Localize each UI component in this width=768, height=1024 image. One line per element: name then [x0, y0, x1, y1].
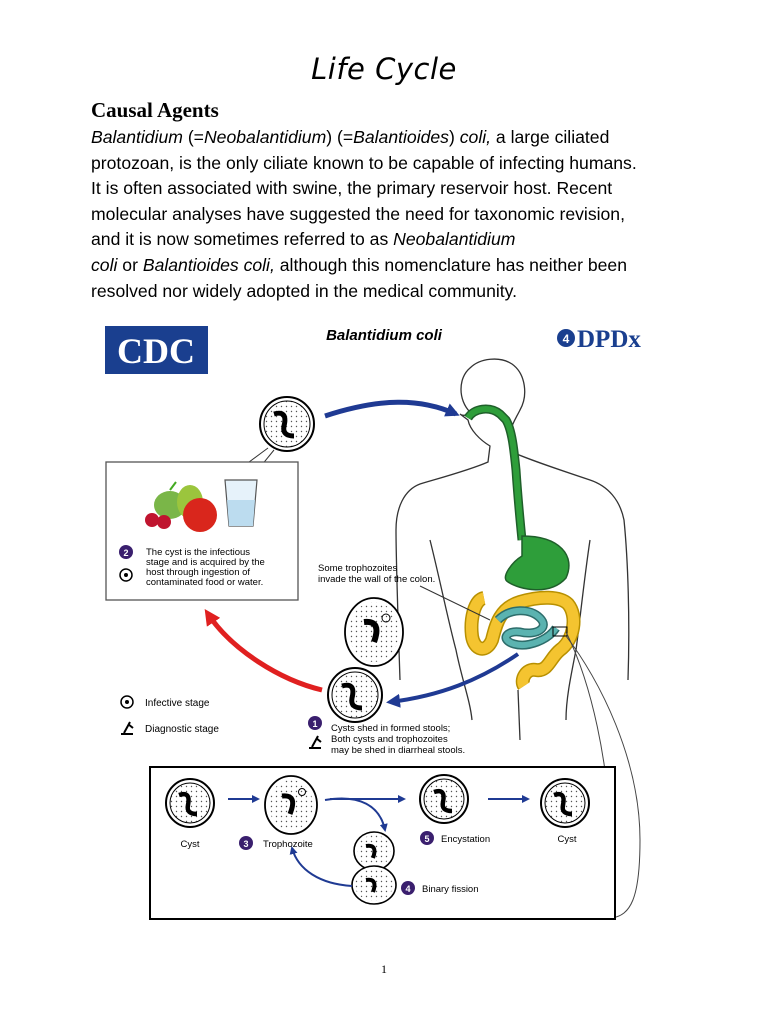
- page-number: 1: [381, 962, 387, 976]
- step-4-badge: 4: [401, 881, 415, 895]
- microscope-icon: [121, 721, 134, 735]
- step-5-badge: 5: [420, 831, 434, 845]
- contaminated-food-illustration: [145, 481, 217, 532]
- water-glass-illustration: [224, 479, 258, 527]
- label-cyst-right: Cyst: [558, 834, 577, 845]
- paragraph-line-5: and it is now sometimes referred to as N…: [91, 227, 691, 253]
- taxon-name: Balantidium: [91, 127, 183, 147]
- svg-text:may be shed in diarrheal stool: may be shed in diarrheal stools.: [331, 745, 465, 756]
- digestive-tract: [464, 404, 581, 690]
- dpdx-logo: 4 DPDx: [557, 326, 641, 353]
- svg-text:stage and is acquired by the: stage and is acquired by the: [146, 557, 265, 568]
- legend: Infective stage Diagnostic stage: [120, 695, 219, 735]
- svg-text:4: 4: [563, 332, 570, 346]
- page-title: Life Cycle: [311, 52, 457, 86]
- paragraph-line-2: protozoan, is the only ciliate known to …: [91, 152, 637, 173]
- cyst-stage-right: [540, 778, 590, 828]
- taxon-name: coli,: [459, 127, 492, 147]
- label-trophozoite: Trophozoite: [263, 839, 313, 850]
- cyst-ingested: [259, 396, 315, 452]
- svg-text:DPDx: DPDx: [577, 326, 641, 353]
- human-silhouette: [395, 358, 630, 741]
- arrow-to-mouth: [324, 399, 460, 419]
- paragraph-text: a large ciliated: [491, 127, 610, 147]
- taxon-name: Neobalantidium: [393, 229, 516, 250]
- cyst-stage-left: [165, 778, 215, 828]
- microscope-icon: [309, 735, 322, 749]
- svg-text:4: 4: [405, 884, 410, 894]
- svg-text:Cysts shed in formed stools;: Cysts shed in formed stools;: [331, 723, 450, 734]
- taxon-name: Neobalantidium: [203, 127, 327, 147]
- paragraph-text: or: [117, 254, 143, 275]
- paragraph-text: ): [448, 127, 460, 147]
- cyst-in-stool: [327, 667, 383, 723]
- svg-text:Infective stage: Infective stage: [145, 698, 210, 709]
- step-1-badge: 1: [308, 716, 322, 730]
- paragraph-line-1: Balantidium (=Neobalantidium) (=Balantio…: [91, 125, 691, 151]
- taxon-name: Balantioides coli,: [142, 254, 275, 275]
- svg-text:contaminated food or water.: contaminated food or water.: [146, 577, 263, 588]
- paragraph-text: and it is now sometimes referred to as: [91, 229, 394, 250]
- paragraph-line-7: resolved nor widely adopted in the medic…: [91, 280, 518, 301]
- step-2-badge: 2: [119, 545, 133, 559]
- svg-text:host through ingestion of: host through ingestion of: [146, 567, 250, 578]
- label-encystation: Encystation: [441, 834, 490, 845]
- label-cyst-left: Cyst: [181, 839, 200, 850]
- arrow-fission-to-trophozoite: [289, 846, 353, 887]
- taxon-name: Balantioides: [353, 127, 449, 147]
- colon-invasion-note: Some trophozoites invade the wall of the…: [318, 563, 435, 585]
- label-binary-fission: Binary fission: [422, 884, 479, 895]
- magnification-line: [565, 635, 641, 919]
- section-heading: Causal Agents: [91, 98, 219, 122]
- svg-text:The cyst is the infectious: The cyst is the infectious: [146, 547, 250, 558]
- taxon-name: coli: [91, 254, 118, 275]
- svg-text:2: 2: [123, 548, 128, 558]
- dividing-trophozoites: [351, 831, 397, 905]
- svg-text:CDC: CDC: [117, 331, 195, 371]
- intro-paragraph: Balantidium (=Neobalantidium) (=Balantio…: [91, 125, 691, 304]
- trophozoite-in-colon: [344, 597, 404, 667]
- biohazard-icon: [120, 695, 134, 709]
- paragraph-line-6: coli or Balantioides coli, although this…: [91, 253, 691, 279]
- biohazard-icon: [119, 568, 133, 582]
- encysting-stage: [419, 774, 469, 824]
- step-3-badge: 3: [239, 836, 253, 850]
- svg-text:3: 3: [243, 839, 248, 849]
- svg-text:5: 5: [424, 834, 429, 844]
- paragraph-line-3: It is often associated with swine, the p…: [91, 178, 613, 199]
- step-2-description: The cyst is the infectious stage and is …: [146, 547, 265, 588]
- step-1-description: Cysts shed in formed stools; Both cysts …: [331, 723, 465, 756]
- paragraph-text: although this nomenclature has neither b…: [274, 254, 627, 275]
- arrow-from-gut: [386, 652, 520, 708]
- trophozoite-stage: [264, 775, 318, 835]
- figure-title: Balantidium coli: [326, 327, 443, 344]
- svg-text:Diagnostic stage: Diagnostic stage: [145, 724, 219, 735]
- paragraph-text: ) (=: [326, 127, 354, 147]
- svg-text:invade the wall of the colon.: invade the wall of the colon.: [318, 574, 435, 585]
- arrow-to-environment: [204, 609, 323, 693]
- paragraph-line-4: molecular analyses have suggested the ne…: [91, 203, 625, 224]
- svg-text:1: 1: [312, 719, 317, 729]
- paragraph-text: (=: [182, 127, 204, 147]
- svg-text:Both cysts and trophozoites: Both cysts and trophozoites: [331, 734, 448, 745]
- svg-text:Some trophozoites: Some trophozoites: [318, 563, 397, 574]
- pointer-line: [419, 585, 491, 621]
- cdc-logo: CDC: [105, 326, 208, 374]
